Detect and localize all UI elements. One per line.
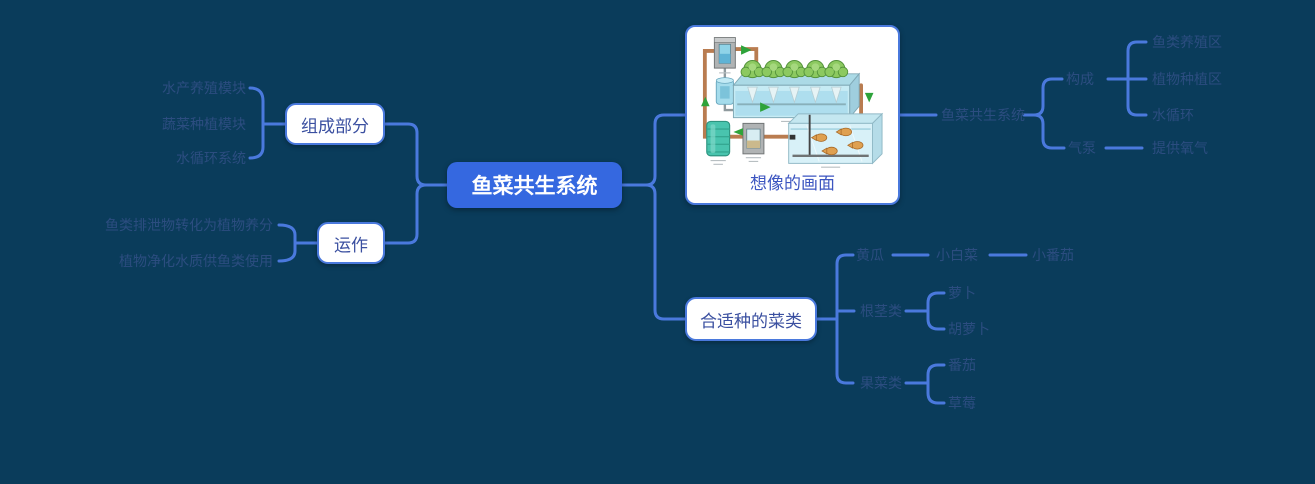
label-structure[interactable]: 构成: [1066, 71, 1094, 87]
label-aquaponics-system[interactable]: 鱼菜共生系统: [941, 107, 1025, 123]
central-topic-node[interactable]: 鱼菜共生系统: [447, 162, 622, 208]
connector-central-picture: [620, 113, 687, 187]
label-air-pump[interactable]: 气泵: [1068, 140, 1096, 156]
leaf-water-circulation-system[interactable]: 水循环系统: [176, 150, 246, 166]
connector-operation-children: [277, 223, 319, 263]
leaf-fish-waste-to-nutrients[interactable]: 鱼类排泄物转化为植物养分: [105, 217, 273, 233]
grow-bed-with-lettuce-icon: [732, 60, 861, 123]
connector-fruit-bracket: [904, 363, 946, 405]
aquaponics-illustration: [701, 37, 884, 168]
connector-central-vegetables: [620, 183, 687, 321]
leaf-water-cycle[interactable]: 水循环: [1152, 107, 1194, 123]
nitrifying-barrel-icon: [706, 120, 731, 165]
node-operation[interactable]: 运作: [317, 222, 385, 264]
leaf-cherry-tomato[interactable]: 小番茄: [1032, 247, 1074, 263]
connector-system-bracket: [1022, 77, 1066, 150]
leaf-provide-oxygen[interactable]: 提供氧气: [1152, 140, 1208, 156]
leaf-tomato[interactable]: 番茄: [948, 357, 976, 373]
label-root-type[interactable]: 根茎类: [860, 303, 902, 319]
picture-caption: 想像的画面: [750, 174, 835, 193]
node-composition[interactable]: 组成部分: [285, 103, 385, 145]
connector-composition-children: [248, 86, 287, 160]
fish-tank-with-fish-icon: [787, 112, 884, 168]
clarifier-box-icon: [713, 37, 736, 74]
pump-cylinder-icon: [715, 77, 734, 105]
leaf-vegetable-planting-module[interactable]: 蔬菜种植模块: [162, 116, 246, 132]
green-flow-arrows-icon: [701, 45, 874, 136]
connector-vegetables-bracket: [815, 253, 856, 385]
leaf-fish-farming-area[interactable]: 鱼类养殖区: [1152, 34, 1222, 50]
leaf-plants-purify-water[interactable]: 植物净化水质供鱼类使用: [119, 253, 273, 269]
label-fruit-type[interactable]: 果菜类: [860, 375, 902, 391]
node-suitable-vegetables[interactable]: 合适种的菜类: [685, 297, 817, 341]
connector-central-operation: [383, 183, 449, 245]
leaf-strawberry[interactable]: 草莓: [948, 395, 976, 411]
leaf-cucumber[interactable]: 黄瓜: [856, 247, 884, 263]
leaf-plant-growing-area[interactable]: 植物种植区: [1152, 71, 1222, 87]
leaf-carrot[interactable]: 胡萝卜: [948, 321, 990, 337]
sediment-box-icon: [742, 122, 765, 163]
leaf-aquaculture-module[interactable]: 水产养殖模块: [162, 80, 246, 96]
connector-central-composition: [383, 122, 449, 187]
node-imagined-picture[interactable]: 想像的画面: [685, 25, 900, 205]
connector-structure-bracket: [1106, 40, 1148, 117]
connector-root-bracket: [904, 291, 946, 331]
leaf-radish[interactable]: 萝卜: [948, 285, 976, 301]
leaf-bok-choy[interactable]: 小白菜: [936, 247, 978, 263]
